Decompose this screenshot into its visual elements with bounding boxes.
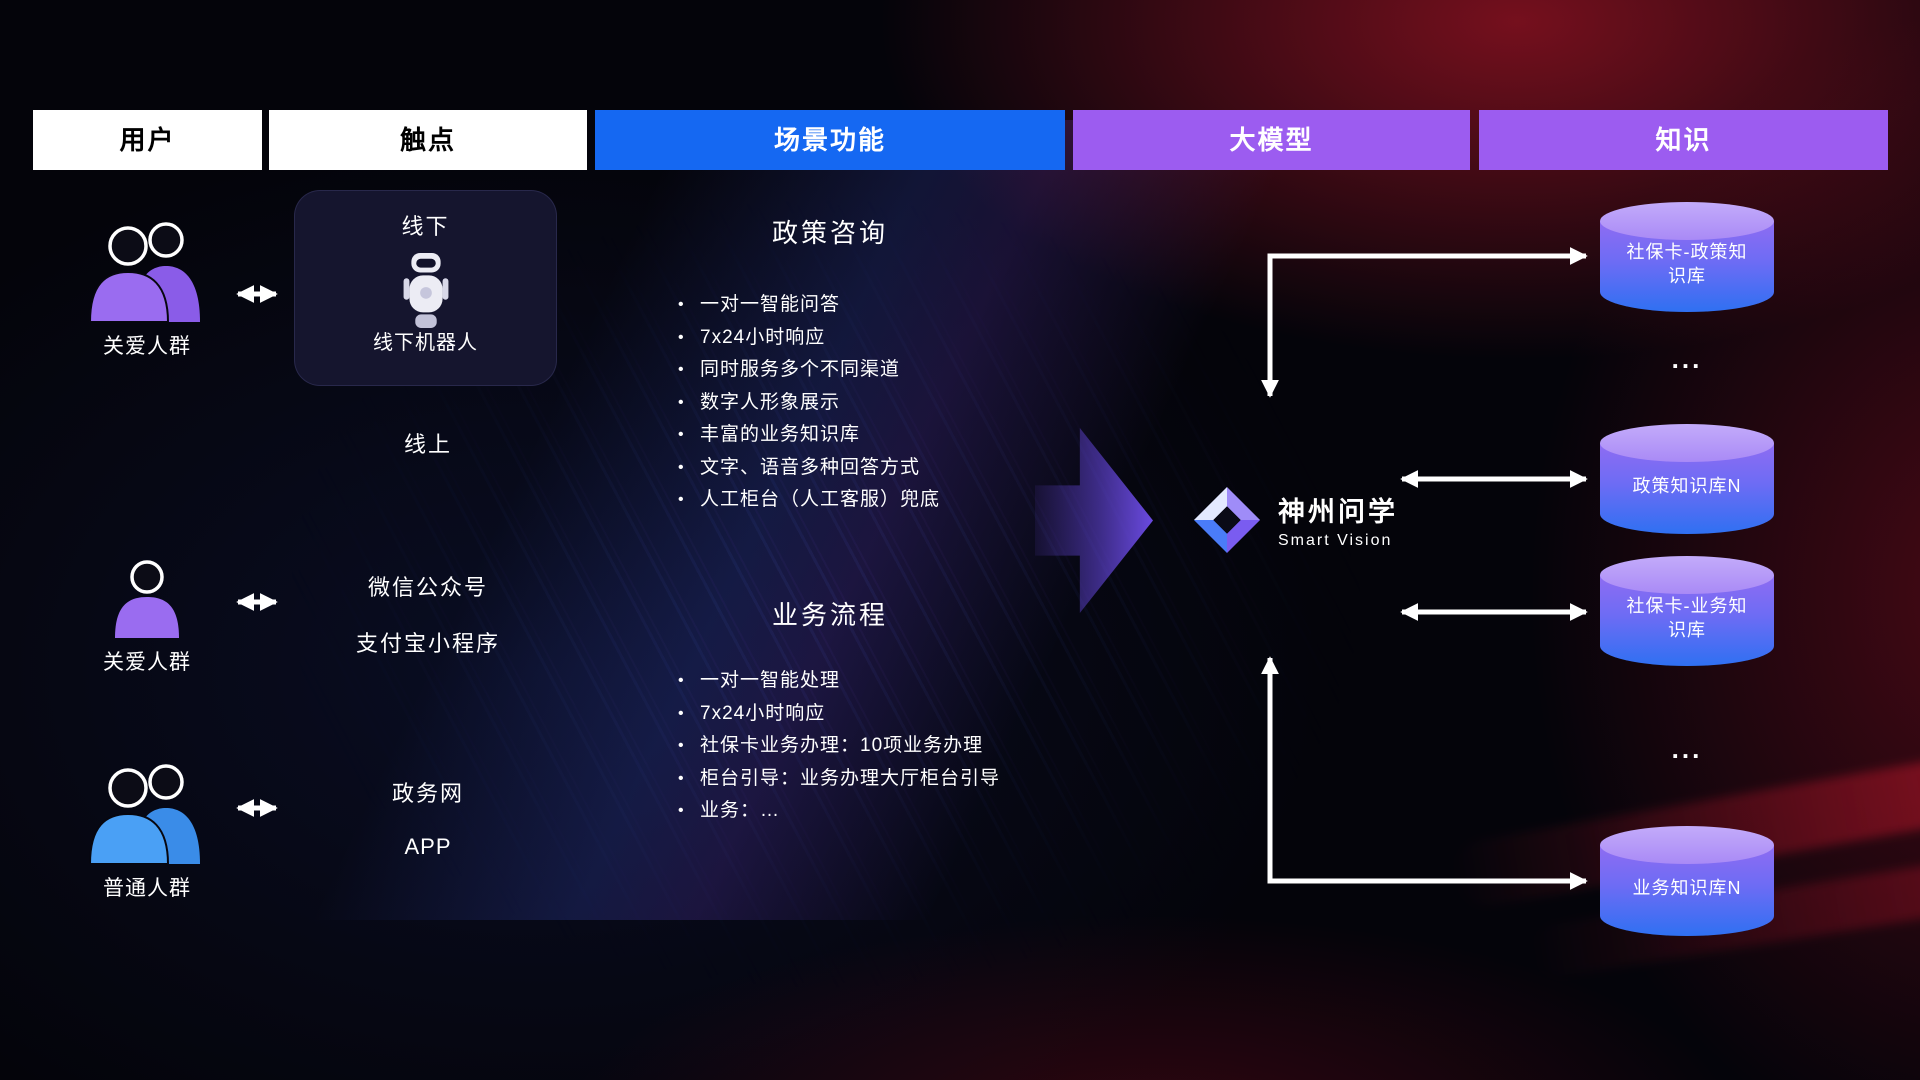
user-group-ordinary: 普通人群 bbox=[57, 760, 237, 902]
column-header-users: 用户 bbox=[33, 110, 262, 170]
touchpoint-online: 线上 bbox=[403, 432, 452, 457]
touchpoint-wechat: 微信公众号 bbox=[367, 575, 488, 600]
knowledge-ellipsis: ... bbox=[1671, 344, 1703, 374]
user-label: 关爱人群 bbox=[103, 335, 191, 358]
offline-robot-card: 线下 线下机器人 bbox=[294, 190, 557, 386]
arrow-model-to-kb4 bbox=[1261, 656, 1588, 890]
arrow-model-to-kb1 bbox=[1261, 247, 1588, 398]
user-group-care-2: 关爱人群 bbox=[57, 560, 237, 676]
bullet-item: 社保卡业务办理：10项业务办理 bbox=[676, 730, 1000, 763]
column-header-knowledge: 知识 bbox=[1479, 110, 1888, 170]
group-people-purple-icon bbox=[88, 222, 200, 322]
bullet-item: 业务：… bbox=[676, 795, 1000, 828]
bullet-item: 一对一智能处理 bbox=[676, 665, 1000, 698]
diamond-logo-icon bbox=[1193, 486, 1261, 554]
touchpoint-alipay: 支付宝小程序 bbox=[355, 631, 500, 656]
column-header-model: 大模型 bbox=[1073, 110, 1470, 170]
column-header-touchpoints: 触点 bbox=[269, 110, 587, 170]
bullet-item: 人工柜台（人工客服）兜底 bbox=[676, 484, 940, 517]
model-logo: 神州问学 Smart Vision bbox=[1192, 484, 1398, 556]
single-person-purple-icon bbox=[115, 560, 179, 638]
cylinder-top bbox=[1600, 556, 1774, 594]
cylinder-top bbox=[1600, 826, 1774, 864]
model-logo-text: 神州问学 Smart Vision bbox=[1278, 490, 1398, 550]
model-name: 神州问学 bbox=[1278, 497, 1398, 527]
bullet-item: 7x24小时响应 bbox=[676, 698, 1000, 731]
offline-robot-label: 线下机器人 bbox=[373, 332, 478, 354]
user-label: 关爱人群 bbox=[103, 651, 191, 674]
bullet-item: 7x24小时响应 bbox=[676, 322, 940, 355]
robot-icon bbox=[403, 252, 448, 329]
group-people-blue-icon bbox=[88, 764, 200, 864]
knowledge-base-cylinder: 社保卡-业务知识库 bbox=[1600, 556, 1774, 666]
bullet-item: 一对一智能问答 bbox=[676, 289, 940, 322]
touchpoint-app: APP bbox=[404, 834, 452, 859]
cylinder-top bbox=[1600, 424, 1774, 462]
knowledge-base-label: 社保卡-业务知识库 bbox=[1626, 595, 1748, 640]
business-bullet-list: 一对一智能处理 7x24小时响应 社保卡业务办理：10项业务办理 柜台引导：业务… bbox=[676, 665, 1000, 828]
policy-bullet-list: 一对一智能问答 7x24小时响应 同时服务多个不同渠道 数字人形象展示 丰富的业… bbox=[676, 289, 940, 517]
model-subtitle: Smart Vision bbox=[1278, 532, 1393, 549]
knowledge-base-cylinder: 政策知识库N bbox=[1600, 424, 1774, 534]
knowledge-base-label: 业务知识库N bbox=[1632, 877, 1742, 898]
bullet-item: 柜台引导：业务办理大厅柜台引导 bbox=[676, 763, 1000, 796]
bullet-item: 数字人形象展示 bbox=[676, 387, 940, 420]
touchpoint-gov-web: 政务网 bbox=[391, 781, 464, 806]
scenario-title-business: 业务流程 bbox=[771, 600, 888, 630]
knowledge-base-label: 社保卡-政策知识库 bbox=[1626, 241, 1748, 286]
knowledge-base-cylinder: 社保卡-政策知识库 bbox=[1600, 202, 1774, 312]
user-group-care-1: 关爱人群 bbox=[57, 218, 237, 360]
user-label: 普通人群 bbox=[103, 877, 191, 900]
bullet-item: 文字、语音多种回答方式 bbox=[676, 452, 940, 485]
column-header-scenarios: 场景功能 bbox=[595, 110, 1065, 170]
knowledge-ellipsis: ... bbox=[1671, 734, 1703, 764]
bullet-item: 同时服务多个不同渠道 bbox=[676, 354, 940, 387]
scenario-title-policy: 政策咨询 bbox=[771, 218, 888, 248]
knowledge-base-label: 政策知识库N bbox=[1632, 475, 1742, 496]
bullet-item: 丰富的业务知识库 bbox=[676, 419, 940, 452]
offline-title: 线下 bbox=[401, 214, 450, 239]
knowledge-base-cylinder: 业务知识库N bbox=[1600, 826, 1774, 936]
cylinder-top bbox=[1600, 202, 1774, 240]
